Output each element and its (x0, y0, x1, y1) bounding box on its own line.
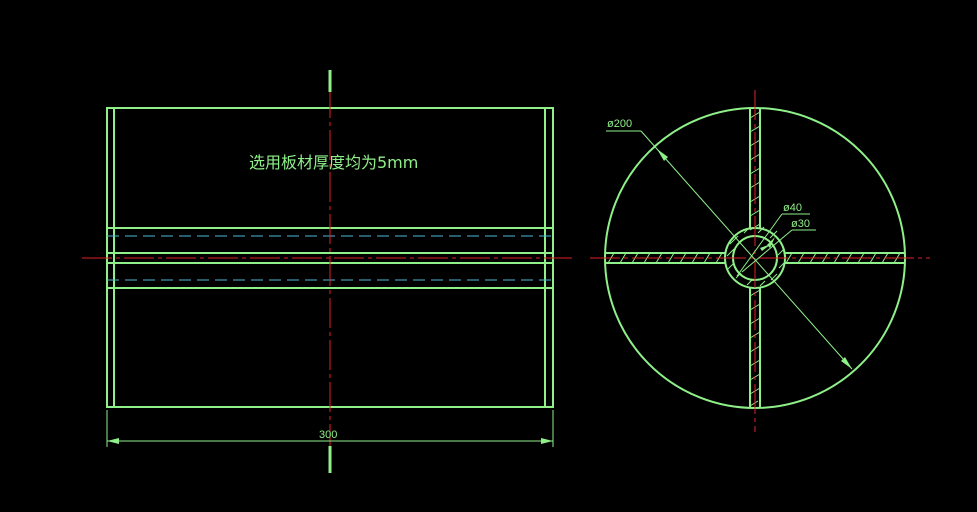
od200-arrow-bottom (841, 357, 852, 369)
end-view: ø200 ø40 ø30 (590, 90, 930, 432)
od40-leader-diagonal (736, 213, 783, 277)
od30-arrow (760, 244, 771, 251)
length-arrow-right (541, 438, 553, 444)
diameter-dimensions (606, 130, 853, 370)
od30-leader-diagonal (741, 229, 793, 273)
length-dimension-text: 300 (319, 429, 337, 441)
length-dimension (106, 410, 554, 447)
od200-leader-diagonal (640, 130, 853, 370)
od40-text: ø40 (783, 202, 802, 214)
od200-arrow-top (657, 149, 668, 161)
rib-hatching (607, 111, 901, 407)
od30-text: ø30 (791, 218, 810, 230)
od200-text: ø200 (607, 118, 632, 130)
plate-thickness-note: 选用板材厚度均为5mm (249, 153, 418, 172)
length-arrow-left (107, 438, 119, 444)
side-view-centerlines (82, 88, 572, 450)
